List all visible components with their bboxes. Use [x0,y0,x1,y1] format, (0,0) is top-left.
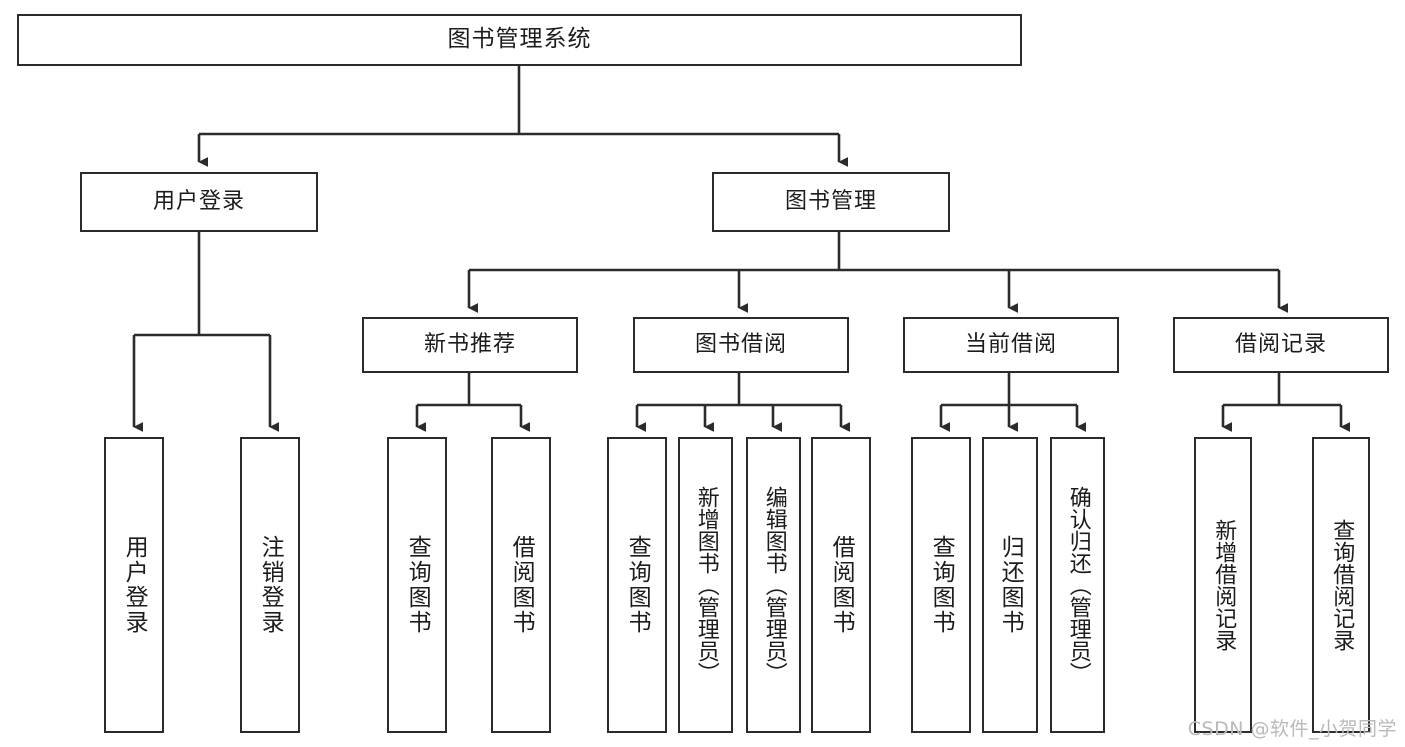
node-label: 查询图书 [928,535,955,635]
node-label: 确认归还（管理员） [1065,486,1091,684]
node-book-management[interactable]: 图书管理 [712,172,950,232]
node-label: 借阅图书 [828,535,855,635]
leaf-query-book-current[interactable]: 查询图书 [911,437,971,733]
leaf-return-book[interactable]: 归还图书 [982,437,1038,733]
node-label: 新增图书（管理员） [693,486,719,684]
leaf-query-book-recommend[interactable]: 查询图书 [387,437,447,733]
node-label: 当前借阅 [964,331,1057,357]
leaf-query-book-borrow[interactable]: 查询图书 [607,437,667,733]
node-current-borrow[interactable]: 当前借阅 [903,317,1119,373]
leaf-logout[interactable]: 注销登录 [240,437,300,733]
node-label: 用户登录 [152,188,245,214]
node-label: 用户登录 [121,535,148,635]
leaf-user-login[interactable]: 用户登录 [104,437,164,733]
leaf-borrow-book[interactable]: 借阅图书 [811,437,871,733]
leaf-confirm-return-admin[interactable]: 确认归还（管理员） [1050,437,1105,733]
node-label: 归还图书 [997,535,1024,635]
node-user-login[interactable]: 用户登录 [80,172,318,232]
watermark-text: CSDN @软件_小贺同学 [1187,718,1397,740]
node-root-system[interactable]: 图书管理系统 [17,14,1022,66]
node-label: 查询图书 [624,535,651,635]
node-label: 注销登录 [257,535,284,635]
node-book-borrow[interactable]: 图书借阅 [633,317,849,373]
node-label: 图书借阅 [694,331,787,357]
leaf-edit-book-admin[interactable]: 编辑图书（管理员） [746,437,801,733]
node-label: 新增借阅记录 [1211,519,1237,651]
node-label: 借阅图书 [508,535,535,635]
node-borrow-record[interactable]: 借阅记录 [1173,317,1389,373]
node-label: 查询借阅记录 [1329,519,1355,651]
node-label: 图书管理 [784,188,877,214]
node-label: 借阅记录 [1234,331,1327,357]
node-label: 新书推荐 [423,331,516,357]
node-label: 查询图书 [404,535,431,635]
node-label: 图书管理系统 [447,26,592,53]
node-label: 编辑图书（管理员） [761,486,787,684]
leaf-add-book-admin[interactable]: 新增图书（管理员） [678,437,733,733]
leaf-borrow-book-recommend[interactable]: 借阅图书 [491,437,551,733]
node-new-book-recommend[interactable]: 新书推荐 [362,317,578,373]
leaf-query-borrow-record[interactable]: 查询借阅记录 [1312,437,1370,733]
leaf-add-borrow-record[interactable]: 新增借阅记录 [1194,437,1252,733]
